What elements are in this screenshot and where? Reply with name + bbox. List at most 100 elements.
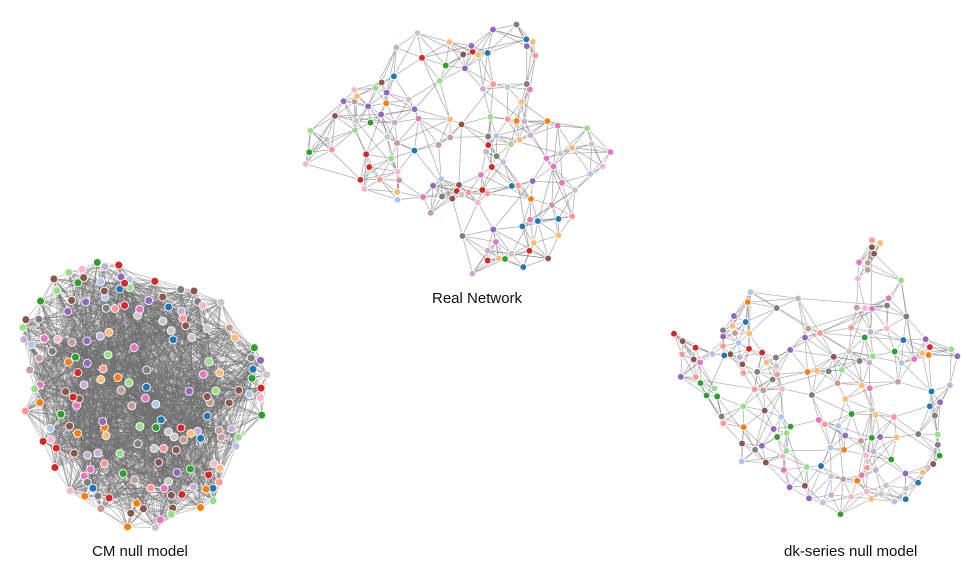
graph-edge bbox=[104, 387, 147, 464]
graph-edge bbox=[155, 403, 215, 465]
graph-edge bbox=[238, 378, 253, 438]
graph-node bbox=[482, 147, 490, 156]
graph-edge bbox=[481, 161, 504, 191]
graph-edge bbox=[797, 298, 806, 338]
graph-edge bbox=[43, 441, 120, 454]
graph-edge bbox=[49, 266, 106, 429]
graph-edge bbox=[74, 435, 107, 454]
graph-node bbox=[914, 430, 923, 438]
graph-edge bbox=[34, 264, 120, 389]
graph-edge bbox=[856, 409, 873, 481]
graph-edge bbox=[120, 390, 132, 514]
graph-edge bbox=[100, 301, 199, 509]
graph-node bbox=[446, 133, 455, 142]
graph-node bbox=[185, 464, 195, 474]
graph-edge bbox=[206, 415, 215, 464]
graph-edge bbox=[190, 337, 193, 434]
graph-edge bbox=[557, 125, 573, 149]
graph-edge bbox=[92, 487, 201, 508]
graph-edge bbox=[168, 337, 236, 482]
graph-edge bbox=[522, 242, 535, 268]
graph-edge bbox=[90, 443, 139, 470]
graph-edge bbox=[546, 158, 563, 184]
graph-node bbox=[198, 301, 208, 311]
graph-edge bbox=[71, 310, 182, 343]
graph-edge bbox=[38, 318, 109, 356]
graph-edge bbox=[99, 335, 177, 451]
graph-node bbox=[227, 424, 236, 434]
graph-edge bbox=[833, 356, 860, 362]
graph-node bbox=[362, 150, 371, 159]
graph-edge bbox=[929, 406, 939, 435]
graph-edge bbox=[50, 361, 209, 429]
graph-edge bbox=[50, 428, 198, 432]
graph-edge bbox=[925, 338, 952, 350]
graph-edge bbox=[380, 114, 398, 144]
graph-edge bbox=[172, 372, 221, 509]
graph-edge bbox=[537, 166, 554, 222]
graph-edge bbox=[104, 386, 147, 428]
graph-edge bbox=[65, 302, 222, 392]
graph-edge bbox=[572, 147, 611, 153]
graph-node bbox=[120, 301, 130, 310]
graph-edge bbox=[220, 302, 230, 329]
graph-edge bbox=[308, 115, 336, 153]
graph-edge bbox=[806, 466, 810, 499]
graph-edge bbox=[917, 401, 941, 435]
graph-edge bbox=[104, 427, 194, 488]
graph-node bbox=[123, 522, 133, 532]
graph-edge bbox=[747, 301, 777, 309]
graph-edge bbox=[445, 42, 450, 66]
graph-edge bbox=[129, 287, 192, 338]
graph-node bbox=[492, 238, 500, 246]
graph-node bbox=[18, 323, 28, 332]
graph-node bbox=[124, 378, 134, 388]
graph-edge bbox=[219, 445, 237, 469]
graph-edge bbox=[193, 290, 208, 397]
graph-node bbox=[503, 115, 512, 124]
graph-edge bbox=[524, 121, 558, 127]
graph-node bbox=[819, 498, 827, 507]
graph-edge bbox=[73, 452, 137, 504]
graph-edge bbox=[131, 405, 139, 444]
graph-edge bbox=[386, 47, 397, 93]
graph-edge bbox=[139, 337, 236, 427]
graph-edge bbox=[414, 144, 439, 151]
graph-edge bbox=[742, 406, 774, 430]
graph-edge bbox=[162, 296, 183, 495]
graph-node bbox=[414, 114, 423, 123]
graph-edge bbox=[191, 337, 230, 404]
graph-edge bbox=[229, 402, 262, 416]
graph-edge bbox=[949, 349, 952, 386]
graph-edge bbox=[90, 347, 255, 470]
graph-edge bbox=[51, 351, 94, 489]
graph-node bbox=[503, 83, 512, 92]
graph-edge bbox=[124, 305, 174, 341]
graph-node bbox=[120, 278, 130, 288]
graph-node bbox=[353, 92, 361, 101]
graph-edge bbox=[31, 337, 236, 345]
graph-edge bbox=[134, 479, 169, 483]
graph-edge bbox=[100, 335, 253, 379]
graph-edge bbox=[171, 327, 230, 331]
graph-edge bbox=[99, 335, 146, 399]
graph-edge bbox=[334, 101, 355, 117]
graph-node bbox=[36, 296, 46, 306]
graph-node bbox=[215, 368, 225, 378]
graph-edge bbox=[150, 427, 157, 489]
graph-edge bbox=[807, 356, 834, 373]
graph-node bbox=[256, 355, 265, 365]
graph-edge bbox=[23, 278, 55, 340]
graph-edge bbox=[458, 174, 482, 186]
graph-node bbox=[702, 391, 711, 400]
graph-node bbox=[129, 343, 139, 353]
graph-edge bbox=[105, 308, 138, 504]
graph-edge bbox=[806, 466, 832, 477]
graph-edge bbox=[84, 384, 262, 416]
graph-edge bbox=[104, 463, 194, 488]
graph-node bbox=[64, 267, 74, 277]
graph-edge bbox=[840, 498, 872, 515]
graph-edge bbox=[507, 118, 531, 136]
graph-node bbox=[202, 392, 212, 402]
graph-node bbox=[758, 348, 766, 357]
